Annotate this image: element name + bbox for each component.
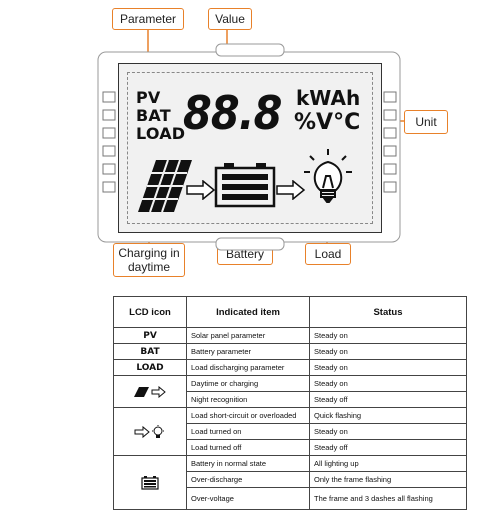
table-cell-item: Load turned off <box>186 439 310 456</box>
table-row: Battery in normal state All lighting up <box>113 455 467 510</box>
table-cell-item: Load turned on <box>186 423 310 440</box>
table-row: Daytime or charging Steady on <box>113 375 467 408</box>
callout-parameter-label: Parameter <box>119 12 177 26</box>
table-header-row: LCD icon Indicated item Status <box>113 296 467 328</box>
lcd-digits: 88.8 <box>183 86 282 140</box>
table-cell-status: Steady on <box>309 343 467 360</box>
header-status: Status <box>309 296 467 328</box>
lcd-dashed-frame <box>127 72 373 224</box>
table-row: LOAD Load discharging parameter Steady o… <box>113 359 467 376</box>
param-bat: BAT <box>136 106 171 125</box>
table-cell-item: Battery parameter <box>186 343 310 360</box>
table-cell-item: Load short-circuit or overloaded <box>186 407 310 424</box>
battery-icon <box>214 163 276 208</box>
lcd-icon-table: LCD icon Indicated item Status PV Solar … <box>113 296 467 510</box>
callout-unit-label: Unit <box>415 115 437 129</box>
table-cell-icon <box>113 407 187 456</box>
callout-value-label: Value <box>215 12 245 26</box>
table-cell-item: Night recognition <box>186 391 310 408</box>
table-cell-item: Over-voltage <box>186 487 310 510</box>
table-cell-icon: LOAD <box>113 359 187 376</box>
callout-parameter: Parameter <box>112 8 184 30</box>
table-row: Load turned off Steady off <box>114 439 467 456</box>
table-cell-status: Steady on <box>309 375 467 392</box>
callout-charging: Charging in daytime <box>113 243 185 277</box>
table-cell-icon <box>113 455 187 510</box>
param-pv: PV <box>136 88 161 107</box>
param-load: LOAD <box>136 124 186 143</box>
unit-bottom: %V°C <box>294 110 361 135</box>
table-cell-status: The frame and 3 dashes all flashing <box>309 487 467 510</box>
table-row: BAT Battery parameter Steady on <box>113 343 467 360</box>
callout-charging-label: Charging in daytime <box>118 246 180 274</box>
header-lcd-icon: LCD icon <box>113 296 187 328</box>
light-bulb-icon <box>304 149 352 203</box>
table-cell-status: Steady off <box>309 439 467 456</box>
table-cell-item: Battery in normal state <box>186 455 310 472</box>
callout-value: Value <box>208 8 252 30</box>
table-cell-item: Solar panel parameter <box>186 327 310 344</box>
table-row: Load short-circuit or overloaded Quick f… <box>113 407 467 456</box>
callout-unit: Unit <box>404 110 448 134</box>
table-cell-status: Quick flashing <box>309 407 467 424</box>
arrow-right-icon <box>186 180 216 200</box>
callout-load: Load <box>305 243 351 265</box>
table-cell-status: Steady on <box>309 359 467 376</box>
table-cell-icon <box>113 375 187 408</box>
table-cell-icon: PV <box>113 327 187 344</box>
table-cell-status: Steady on <box>309 423 467 440</box>
table-row: PV Solar panel parameter Steady on <box>113 327 467 344</box>
table-cell-status: All lighting up <box>309 455 467 472</box>
unit-top: kWAh <box>296 86 361 110</box>
table-cell-status: Steady off <box>309 391 467 408</box>
arrow-right-icon <box>276 180 306 200</box>
header-indicated-item: Indicated item <box>186 296 310 328</box>
table-cell-item: Daytime or charging <box>186 375 310 392</box>
battery-icon <box>141 475 159 490</box>
table-cell-icon: BAT <box>113 343 187 360</box>
table-cell-item: Over-discharge <box>186 471 310 488</box>
solar-panel-icon <box>138 159 192 213</box>
table-row: Night recognition Steady off <box>114 391 467 408</box>
table-row: Over-discharge Only the frame flashing <box>114 471 467 488</box>
table-cell-status: Only the frame flashing <box>309 471 467 488</box>
arrow-bulb-icon <box>134 424 164 438</box>
table-cell-status: Steady on <box>309 327 467 344</box>
solar-arrow-icon <box>134 385 166 398</box>
callout-load-label: Load <box>314 247 342 261</box>
table-cell-item: Load discharging parameter <box>186 359 310 376</box>
